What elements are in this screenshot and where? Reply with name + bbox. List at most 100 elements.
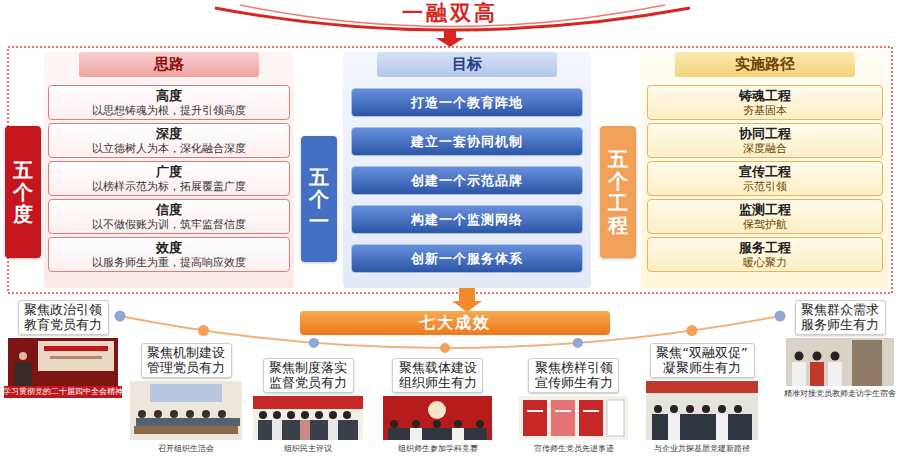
- arc-dot: [440, 343, 450, 353]
- photo: [19, 352, 27, 360]
- goal-box: 构建一个监测网络: [351, 205, 583, 234]
- node-text: 以思想铸魂为根，提升引领高度: [53, 104, 285, 118]
- photo: [527, 410, 543, 412]
- photo: [734, 405, 742, 413]
- photo: [579, 400, 603, 436]
- node-text: 宣传工程: [652, 164, 878, 180]
- title-arrow: [436, 38, 464, 47]
- photo: [301, 411, 309, 419]
- node-text: 夯基固本: [652, 104, 878, 118]
- node-text: 聚焦榜样引领 宣传师生有力: [533, 360, 614, 391]
- photo: [388, 428, 487, 440]
- photo: [786, 338, 894, 386]
- photo: [813, 352, 822, 361]
- result-card: 聚焦政治引领 教育党员有力: [18, 300, 109, 335]
- panel-heading: 思路: [79, 52, 259, 77]
- idea-box: 深度以立德树人为本，深化融合深度: [48, 123, 290, 158]
- caption-label: 与企业共探基层党建新路径: [654, 444, 750, 454]
- photo: [138, 410, 146, 418]
- node-text: 以不做假账为训，筑牢监督信度: [53, 218, 285, 232]
- panel-heading: 实施路径: [675, 52, 855, 77]
- photo: [287, 411, 295, 419]
- goal-box: 建立一套协同机制: [351, 127, 583, 156]
- path-box: 服务工程暖心聚力: [647, 237, 883, 272]
- node-text: 铸魂工程: [652, 88, 878, 104]
- photo: [523, 400, 547, 436]
- node-text: 深度: [53, 126, 285, 142]
- photo: [519, 396, 628, 440]
- photo: [433, 420, 441, 428]
- photo: [410, 428, 422, 440]
- photo: [50, 356, 102, 359]
- photo: [646, 381, 758, 440]
- photo: [273, 411, 281, 419]
- photo: [136, 418, 240, 426]
- photo: [328, 420, 338, 440]
- side-box: 五个一: [301, 136, 337, 262]
- node-text: 服务工程: [652, 240, 878, 256]
- node-text: 构建一个监测网络: [356, 212, 578, 228]
- result-card: 聚焦机制建设 管理党员有力: [141, 343, 232, 378]
- node-text: 创新一个服务体系: [356, 251, 578, 267]
- caption-label: 组织师生参加学科竞赛: [398, 444, 478, 454]
- photo: [300, 420, 310, 440]
- photo: [14, 362, 32, 386]
- node-text: 五个一: [309, 166, 329, 232]
- photo: [186, 410, 194, 418]
- idea-box: 效度以服务师生为重，提高响应效度: [48, 237, 290, 272]
- photo: [315, 411, 323, 419]
- node-text: 示范引领: [652, 180, 878, 194]
- path-box: 协同工程深度融合: [647, 123, 883, 158]
- photo: [329, 411, 337, 419]
- caption-strip: [4, 386, 122, 398]
- arc-dot: [686, 325, 697, 336]
- node-text: 聚焦“双融双促” 凝聚师生有力: [655, 345, 750, 376]
- photo: [716, 414, 728, 440]
- arc-dot: [115, 311, 126, 322]
- goal-box: 创新一个服务体系: [351, 244, 583, 273]
- photo: [154, 410, 162, 418]
- photo: [343, 411, 351, 419]
- node-text: 以榜样示范为标，拓展覆盖广度: [53, 180, 285, 194]
- node-text: 建立一套协同机制: [356, 134, 578, 150]
- side-box: 五个度: [5, 126, 41, 258]
- node-text: 聚焦机制建设 管理党员有力: [146, 345, 227, 376]
- title-arrow: [444, 30, 456, 38]
- dashed-region: [8, 47, 892, 293]
- photo: [150, 384, 222, 402]
- column-panel: 思路高度以思想铸魂为根，提升引领高度深度以立德树人为本，深化融合深度广度以榜样示…: [44, 52, 294, 288]
- result-card: 聚焦群众需求 服务师生有力: [795, 300, 886, 335]
- node-text: 深度融合: [652, 142, 878, 156]
- arc-dot: [198, 325, 209, 336]
- goal-box: 创建一个示范品牌: [351, 166, 583, 195]
- caption-label: 精准对接党员教师走访学生宿舍: [784, 389, 896, 399]
- node-text: 七大成效: [419, 313, 491, 334]
- photo: [130, 381, 242, 440]
- node-text: 聚焦政治引领 教育党员有力: [23, 302, 104, 333]
- node-text: 信度: [53, 202, 285, 218]
- photo: [170, 410, 178, 418]
- photo: [792, 362, 806, 386]
- idea-box: 高度以思想铸魂为根，提升引领高度: [48, 85, 290, 120]
- photo: [218, 410, 226, 418]
- caption-label: 组织民主评议: [284, 444, 332, 454]
- photo: [702, 405, 710, 413]
- photo: [390, 420, 398, 428]
- title-text: 一融双高: [0, 1, 900, 25]
- idea-box: 信度以不做假账为训，筑牢监督信度: [48, 199, 290, 234]
- photo: [668, 414, 680, 440]
- side-box: 五个工程: [600, 126, 636, 258]
- node-text: 效度: [53, 240, 285, 256]
- photo: [452, 428, 464, 440]
- node-text: 聚焦制度落实 监督党员有力: [268, 360, 349, 391]
- photo: [831, 352, 840, 361]
- arc-dot: [309, 338, 319, 348]
- photo: [253, 396, 363, 440]
- photo: [607, 400, 624, 436]
- node-text: 协同工程: [652, 126, 878, 142]
- node-text: 五个工程: [608, 148, 628, 236]
- photo: [718, 405, 726, 413]
- photo: [259, 411, 267, 419]
- photo: [8, 338, 118, 386]
